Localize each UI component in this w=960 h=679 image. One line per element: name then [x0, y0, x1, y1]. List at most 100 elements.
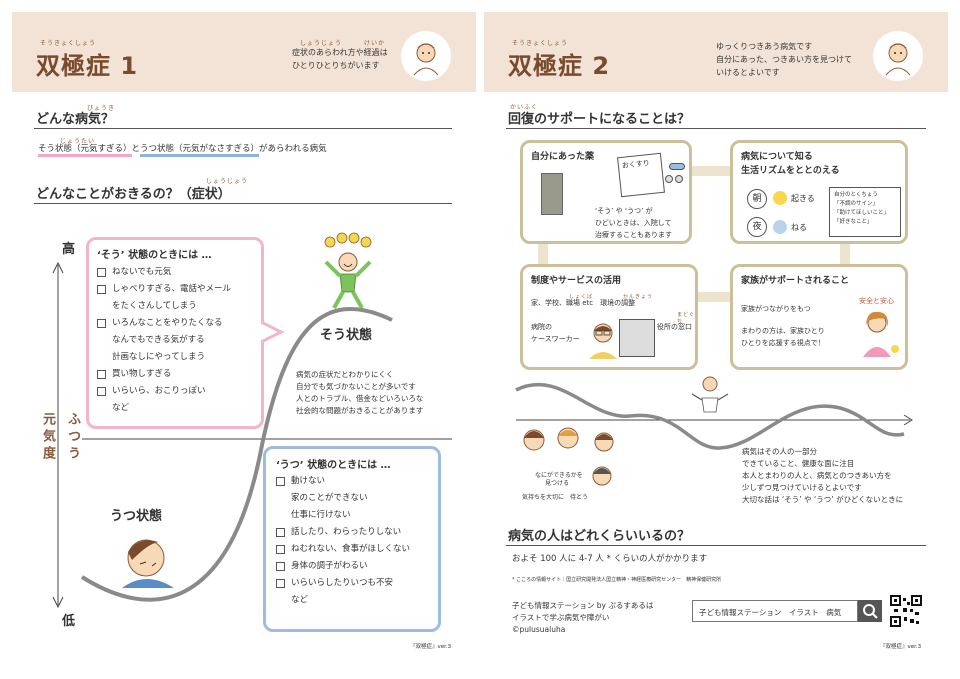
symptom-item: 買い物しすぎる — [97, 366, 231, 383]
capsule-icon — [669, 163, 685, 170]
right-page-title: 双極症 2 — [508, 52, 611, 80]
checkbox-icon — [97, 285, 106, 294]
card2-title-1: 病気について知る — [741, 152, 813, 162]
wave-text-line: 大切な話は ‘そう’ や ‘うつ’ がひどくないときに — [742, 495, 904, 504]
doctor-avatar-right — [873, 31, 923, 81]
symptom-item: 計画なしにやってしまう — [97, 349, 231, 366]
q3-title: 回復のサポートになることは？ — [508, 112, 691, 127]
card2-night: 夜 — [747, 217, 767, 237]
depressed-person-icon — [122, 539, 174, 588]
symptom-text: いろんなことをやりたくなる — [112, 318, 223, 328]
card2-wake: 起きる — [791, 194, 815, 203]
self-notes-memo: 自分のとくちょう「不調のサイン」「助けてほしいこと」「好きなこと」 — [829, 187, 901, 237]
axis-normal-label: ふつう — [65, 412, 80, 463]
symptom-text: いらいらしたりいつも不安 — [291, 578, 394, 588]
card-connector-right — [840, 242, 850, 266]
left-page: そうきょくしょう 双極症 1 しょうじょう けいか 症状のあらわれ方や経過は ひ… — [12, 12, 476, 650]
card-life-rhythm: 病気について知る 生活リズムをととのえる 朝 起きる 夜 ねる 自分のとくちょう… — [730, 140, 908, 244]
symptom-text: いらいら、おこりっぽい — [112, 386, 206, 396]
sou-description-line: 人とのトラブル、借金などいろいろな — [296, 394, 424, 403]
checkbox-icon — [97, 387, 106, 396]
symptom-item: をたくさんしてしまう — [97, 298, 231, 315]
left-header-ruby-2: けいか — [364, 40, 386, 47]
sou-box-pointer — [261, 320, 285, 344]
symptom-item: 話したり、わらったりしない — [276, 524, 410, 541]
right-page: そうきょくしょう 双極症 2 ゆっくりつきあう病気です 自分にあった、つきあい方… — [480, 0, 960, 679]
bubble-wait-line2: 待とう — [569, 494, 588, 501]
card1-text-line: ひどいときは、入院して — [595, 219, 672, 227]
doctor-avatar — [401, 31, 451, 81]
sou-box-title: ‘そう’ 状態のときには … — [97, 250, 212, 261]
symptom-item: 動けない — [276, 473, 410, 490]
card3-ruby3: まどぐち — [677, 312, 695, 325]
symptom-text: など — [112, 403, 130, 413]
card3-title: 制度やサービスの活用 — [531, 276, 622, 286]
mood-axis-arrow-up — [52, 261, 64, 274]
q4-rule — [506, 545, 926, 546]
mood-curve — [80, 307, 393, 602]
search-button[interactable] — [858, 600, 882, 622]
card3-line2: 病院の — [531, 323, 552, 331]
right-header-line2: 自分にあった、つきあい方を見つけて — [716, 55, 852, 64]
q2-rule — [34, 203, 452, 204]
right-header-line1: ゆっくりつきあう病気です — [716, 42, 813, 51]
bubble-find-line2: 見つける — [545, 480, 570, 487]
q1-rule — [34, 128, 452, 129]
axis-genki-label: 元気度 — [40, 412, 55, 463]
right-header-line3: いけるとよいです — [716, 68, 780, 77]
sou-description-line: 病気の症状だとわかりにくく — [296, 370, 394, 379]
symptom-text: 買い物しすぎる — [112, 369, 172, 379]
city-office-icon — [619, 319, 655, 357]
checkbox-icon — [97, 319, 106, 328]
doctor-figure-icon — [691, 376, 729, 413]
qr-code-icon[interactable] — [890, 595, 922, 627]
utsu-symptoms-box: ‘うつ’ 状態のときには … 動けない家のことができない仕事に行けない話したり、… — [263, 446, 441, 632]
sou-symptom-list: ねないでも元気しゃべりすぎる、電話やメールをたくさんしてしまういろんなことをやり… — [97, 264, 231, 417]
card4-line2: まわりの方は、家族ひとり — [741, 327, 825, 335]
symptom-item: ねないでも元気 — [97, 264, 231, 281]
card3-ruby2: かんきょう — [623, 294, 654, 300]
moon-icon — [773, 220, 787, 234]
mood-axis-arrow-down — [52, 596, 64, 609]
sou-state-label: そう状態 — [320, 328, 373, 343]
card3-line3: ケースワーカー — [531, 335, 580, 343]
symptom-item: しゃべりすぎる、電話やメール — [97, 281, 231, 298]
q1-sou-phrase: そう状態（元気すぎる） — [38, 144, 132, 157]
sun-icon — [773, 191, 787, 205]
q3-rule — [506, 128, 926, 129]
bubble-wait: 気持ちを大切に 待とう — [522, 492, 588, 501]
symptom-item: 仕事に行けない — [276, 507, 410, 524]
left-page-title: 双極症 1 — [36, 52, 139, 80]
symptom-text: しゃべりすぎる、電話やメール — [112, 284, 232, 294]
left-header-line2: ひとりひとりちがいます — [292, 61, 380, 70]
card2-morning: 朝 — [747, 189, 767, 209]
q1-tail: があらわれる病気 — [259, 144, 327, 154]
utsu-state-label: うつ状態 — [110, 509, 163, 524]
family-woman-icon — [863, 311, 899, 357]
bubble-find: なにができるかを 見つける — [535, 472, 583, 488]
q1-to: と — [131, 144, 141, 154]
symptom-item: いろんなことをやりたくなる — [97, 315, 231, 332]
symptom-item: など — [276, 592, 410, 609]
medicine-note-label: おくすり — [621, 159, 651, 170]
pill-icon-2 — [675, 175, 683, 183]
card-family-support: 家族がサポートされること 家族がつながりをもつ 安全と安心 まわりの方は、家族ひ… — [730, 264, 908, 370]
search-box[interactable]: 子ども情報ステーション イラスト 病気 — [692, 600, 858, 622]
wave-text-line: 病気はその人の一部分 — [742, 447, 817, 456]
wave-description: 病気はその人の一部分できていること、健康な面に注目本人とまわりの人と、病気とのつ… — [742, 446, 903, 506]
bubble-wait-line1: 気持ちを大切に — [522, 494, 565, 501]
hospital-building-icon — [541, 173, 563, 215]
card4-tag: 安全と安心 — [859, 297, 894, 305]
symptom-text: 家のことができない — [291, 493, 368, 503]
symptom-text: ねむれない、食事がほしくない — [291, 544, 411, 554]
prevalence-text: およそ 100 人に 4-7 人 * くらいの人がかかります — [512, 554, 708, 564]
axis-low-label: 低 — [62, 614, 76, 629]
journey-arrow — [903, 414, 913, 426]
credit-line: 子ども情報ステーション by ぷるすあるは — [512, 601, 654, 610]
credit-line: ©pulusualuha — [512, 625, 566, 634]
credit-line: イラストで学ぶ病気や障がい — [512, 613, 610, 622]
q2-ruby: しょうじょう — [206, 178, 249, 185]
excited-person-icon — [324, 232, 372, 309]
symptom-text: 動けない — [291, 476, 326, 486]
checkbox-icon — [97, 370, 106, 379]
